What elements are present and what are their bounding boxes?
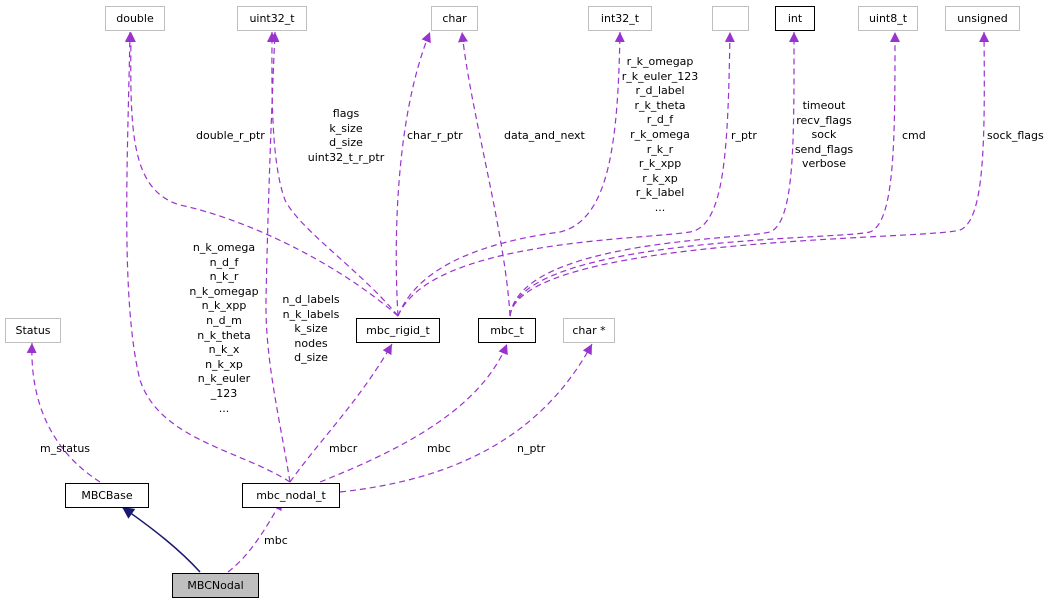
edge-label-mbcr: mbcr <box>329 442 358 455</box>
edge-nodal-double <box>124 31 291 483</box>
node-mbc-nodal-t[interactable]: mbc_nodal_t <box>242 483 340 508</box>
edge-mbct-int <box>509 31 800 317</box>
node-empty[interactable] <box>712 6 749 31</box>
edge-rigid-uint32 <box>266 31 399 317</box>
edge-mbct-char <box>458 31 511 317</box>
edge-label-mbc-bottom: mbc <box>264 534 288 547</box>
edge-label-r-ptr: r_ptr <box>731 129 757 142</box>
node-double[interactable]: double <box>105 6 165 31</box>
edge-label-cmd: cmd <box>902 129 926 142</box>
node-status[interactable]: Status <box>5 318 61 343</box>
edge-label-m-status: m_status <box>40 442 91 455</box>
edge-label-mbc: mbc <box>427 442 451 455</box>
edge-inherit-base <box>121 506 201 573</box>
edge-nodal-mbct <box>319 343 508 483</box>
edge-label-char-r-ptr: char_r_ptr <box>407 129 463 142</box>
edge-label-double-r-ptr: double_r_ptr <box>196 129 265 142</box>
node-unsigned[interactable]: unsigned <box>945 6 1020 31</box>
node-uint32-t[interactable]: uint32_t <box>237 6 307 31</box>
node-mbcbase[interactable]: MBCBase <box>65 483 149 508</box>
node-uint8-t[interactable]: uint8_t <box>858 6 918 31</box>
edge-rigid-char <box>395 31 431 317</box>
edge-nodal-rigid <box>289 343 393 483</box>
edge-label-sock-flags: sock_flags <box>987 129 1044 142</box>
node-char[interactable]: char <box>431 6 478 31</box>
edge-label-nodal-uint32: n_d_labels n_k_labels k_size nodes d_siz… <box>282 293 340 365</box>
edge-label-nodal-double: n_k_omega n_d_f n_k_r n_k_omegap n_k_xpp… <box>189 241 259 415</box>
edge-label-n-ptr: n_ptr <box>517 442 546 455</box>
node-mbc-t[interactable]: mbc_t <box>478 318 536 343</box>
node-mbc-rigid-t[interactable]: mbc_rigid_t <box>356 318 440 343</box>
edge-label-mbc-int: timeout recv_flags sock send_flags verbo… <box>794 99 854 171</box>
edge-label-rigid-uint32: flags k_size d_size uint32_t_r_ptr <box>307 107 385 164</box>
node-int32-t[interactable]: int32_t <box>588 6 652 31</box>
node-mbcnodal: MBCNodal <box>172 573 259 598</box>
node-char-ptr[interactable]: char * <box>563 318 615 343</box>
edge-rigid-empty <box>397 31 735 317</box>
edge-label-rigid-int32: r_k_omegap r_k_euler_123 r_d_label r_k_t… <box>621 55 699 214</box>
edge-label-data-and-next: data_and_next <box>504 129 585 142</box>
node-int[interactable]: int <box>775 6 815 31</box>
edge-nodal-uint32 <box>265 31 291 483</box>
edge-base-status <box>26 342 101 483</box>
edge-rigid-int32 <box>397 31 625 317</box>
edge-mbct-uint8 <box>509 31 900 317</box>
edge-nodal-charptr <box>339 343 593 493</box>
edge-nodalclass-mbc <box>227 499 283 573</box>
edge-rigid-double <box>125 31 399 317</box>
edge-mbct-unsigned <box>509 31 990 317</box>
